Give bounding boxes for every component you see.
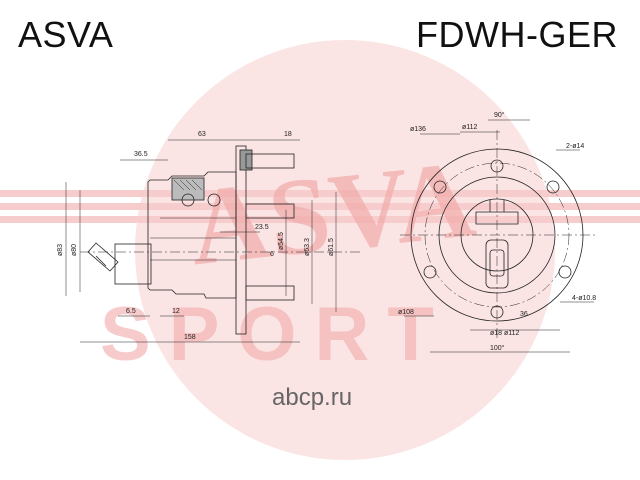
side-view: 63 18 36.5 23.5 6 6.5 12 158 ø83 ø80 ø54… — [57, 131, 360, 343]
part-number: FDWH-GER — [416, 14, 618, 55]
watermark-sub-text: SPORT — [100, 292, 452, 377]
dim-6-5: 6.5 — [126, 308, 136, 315]
front-dimensions — [404, 119, 594, 353]
wheel-stud-2 — [245, 203, 295, 219]
bearing-section — [171, 177, 205, 201]
dim-6: 6 — [270, 251, 274, 258]
watermark-circle — [135, 40, 555, 460]
dim-36: 36 — [520, 311, 528, 318]
dim-36-5: 36.5 — [134, 151, 148, 158]
bearing-ball-top — [181, 193, 195, 207]
dim-phi80: ø80 — [71, 244, 78, 256]
bearing-ball-top-2 — [207, 193, 221, 207]
front-view: 90° ø136 ø112 2-ø14 ø108 4-ø10.8 36 ø18 … — [398, 111, 596, 353]
stud-hole-4 — [423, 265, 437, 279]
sensor-body — [114, 243, 152, 285]
stud-hole-2 — [546, 180, 560, 194]
watermark-stripes — [0, 190, 640, 223]
wheel-stud-3 — [245, 285, 295, 301]
dim-phi136: ø136 — [410, 126, 426, 133]
dim-90: 90° — [494, 111, 505, 119]
stud-hole-5 — [558, 265, 572, 279]
inner-lines — [150, 217, 236, 261]
dim-2-holes: 2-ø14 — [566, 143, 584, 150]
wheel-stud-1 — [245, 153, 295, 169]
brand-title: ASVA — [18, 14, 114, 55]
watermark-site-text: abcp.ru — [272, 384, 353, 411]
side-dimensions — [65, 139, 337, 343]
dim-100: 100° — [490, 344, 505, 352]
dim-23-5: 23.5 — [255, 224, 269, 231]
hatch — [173, 179, 203, 191]
center-bracket — [475, 200, 519, 225]
watermark-logo-text: ASVA — [184, 137, 481, 288]
dim-158: 158 — [184, 334, 196, 341]
dim-phi83: ø83 — [57, 244, 64, 256]
hub-flange — [235, 145, 247, 335]
dim-4-holes: 4-ø10.8 — [572, 295, 596, 302]
dim-63: 63 — [198, 131, 206, 138]
dim-phi54-5: ø54.5 — [278, 232, 285, 250]
dim-phi61-5: ø61.5 — [328, 238, 335, 256]
dim-bottom: ø18 ø112 — [490, 330, 520, 337]
dim-12: 12 — [172, 308, 180, 315]
stud-hole-3 — [433, 180, 447, 194]
dim-18: 18 — [284, 131, 292, 138]
dim-phi63-3: ø63.3 — [304, 238, 311, 256]
sensor-connector — [87, 242, 119, 272]
dim-phi108: ø108 — [398, 309, 414, 316]
dim-phi112: ø112 — [462, 124, 478, 131]
